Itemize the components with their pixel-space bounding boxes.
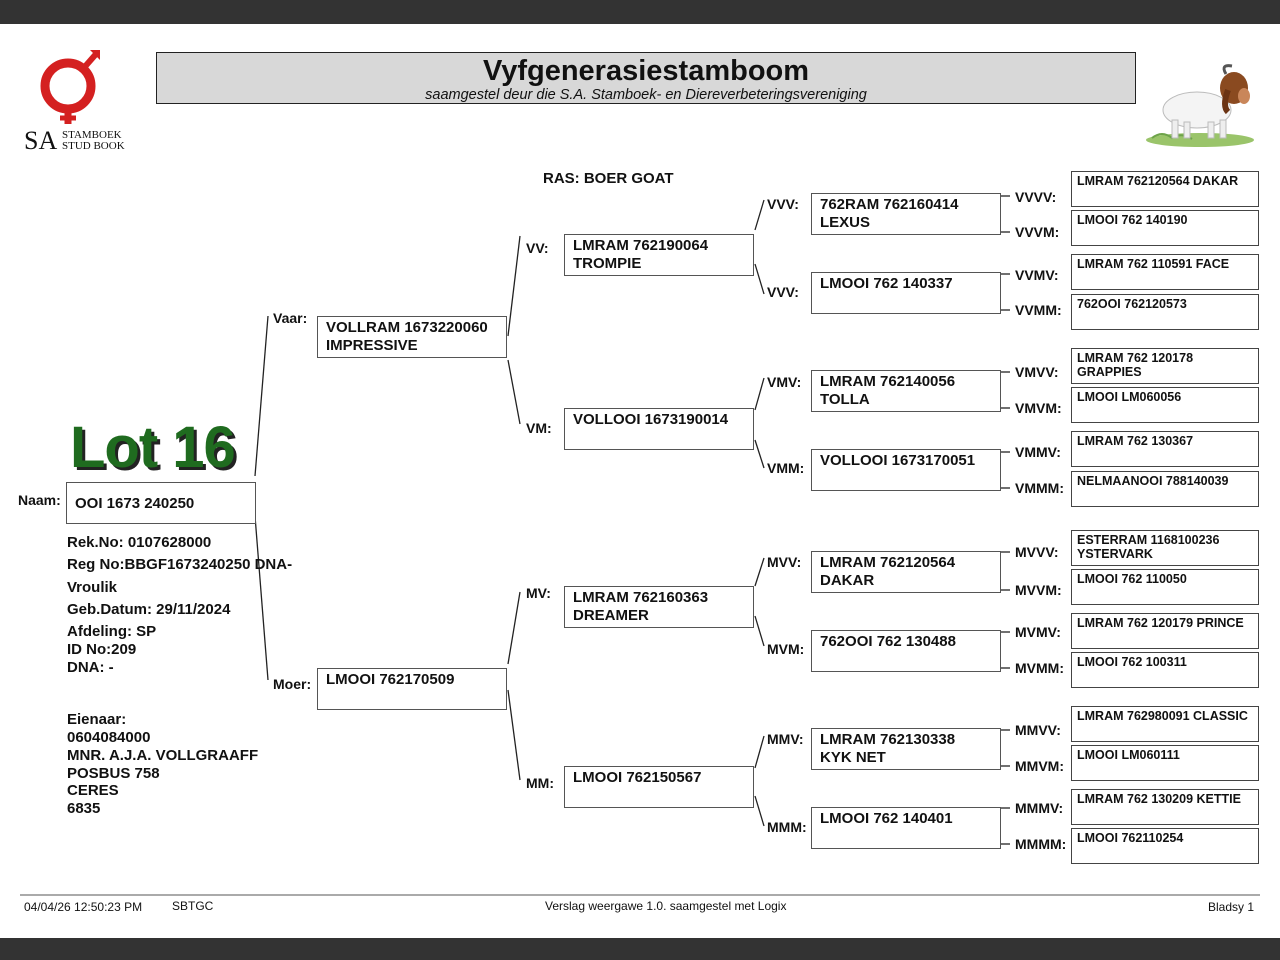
logo-symbol-icon bbox=[40, 50, 100, 124]
page-subtitle: saamgestel deur die S.A. Stamboek- en Di… bbox=[425, 87, 867, 103]
footer-page-number: Bladsy 1 bbox=[1208, 900, 1255, 914]
footer-report: Verslag weergawe 1.0. saamgestel met Log… bbox=[545, 899, 787, 913]
vmmm-label: VMMM: bbox=[1015, 480, 1064, 496]
vvm-box: LMOOI 762 140337 bbox=[811, 272, 1001, 314]
dam-label: Moer: bbox=[273, 676, 312, 692]
logo-studbook-text: STUD BOOK bbox=[62, 140, 125, 152]
reg-no: Reg No:BBGF1673240250 DNA- bbox=[67, 556, 293, 573]
sa-studbook-logo: SA STAMBOEK STUD BOOK bbox=[20, 48, 130, 158]
sire-box: VOLLRAM 1673220060 IMPRESSIVE bbox=[317, 316, 507, 358]
naam-label: Naam: bbox=[18, 492, 61, 508]
pedigree-page: SA STAMBOEK STUD BOOK Vyfgenerasiestambo… bbox=[0, 24, 1280, 938]
viewer-bottom-bar bbox=[0, 938, 1280, 960]
vmm-label: VMM: bbox=[767, 460, 805, 476]
vm-box: VOLLOOI 1673190014 bbox=[564, 408, 754, 450]
vmvv-label: VMVV: bbox=[1015, 364, 1059, 380]
owner-name: MNR. A.J.A. VOLLGRAAFF bbox=[67, 747, 259, 764]
vm-label: VM: bbox=[526, 420, 552, 436]
logo-stamboek-text: STAMBOEK bbox=[62, 129, 122, 141]
page-title: Vyfgenerasiestamboom bbox=[482, 55, 810, 87]
mmmv-label: MMMV: bbox=[1015, 800, 1064, 816]
vmm-box: VOLLOOI 1673170051 bbox=[811, 449, 1001, 491]
vvvv-box: LMRAM 762120564 DAKAR bbox=[1071, 171, 1259, 207]
vmvm-label: VMVM: bbox=[1015, 400, 1062, 416]
vvv-box: 762RAM 762160414 LEXUS bbox=[811, 193, 1001, 235]
vmmm-box: NELMAANOOI 788140039 bbox=[1071, 471, 1259, 507]
owner-number: 0604084000 bbox=[67, 729, 151, 746]
mmv-label: MMV: bbox=[767, 731, 804, 747]
vmvv-box: LMRAM 762 120178 GRAPPIES bbox=[1071, 348, 1259, 384]
mmm-label: MMM: bbox=[767, 819, 807, 835]
vmv-box: LMRAM 762140056 TOLLA bbox=[811, 370, 1001, 412]
mvvv-label: MVVV: bbox=[1015, 544, 1059, 560]
vvmv-box: LMRAM 762 110591 FACE bbox=[1071, 254, 1259, 290]
goat-icon bbox=[1146, 64, 1254, 147]
mvmm-box: LMOOI 762 100311 bbox=[1071, 652, 1259, 688]
id-no: ID No:209 bbox=[67, 641, 137, 658]
vvmv-label: VVMV: bbox=[1015, 267, 1059, 283]
footer-timestamp: 04/04/26 12:50:23 PM bbox=[24, 900, 143, 914]
mmv-box: LMRAM 762130338 KYK NET bbox=[811, 728, 1001, 770]
mmmm-label: MMMM: bbox=[1015, 836, 1067, 852]
vv-box: LMRAM 762190064 TROMPIE bbox=[564, 234, 754, 276]
boer-goat-illustration bbox=[1142, 60, 1257, 148]
mmm-box: LMOOI 762 140401 bbox=[811, 807, 1001, 849]
vvv-label: VVV: bbox=[767, 196, 799, 212]
mvvv-box: ESTERRAM 1168100236 YSTERVARK bbox=[1071, 530, 1259, 566]
vmvm-box: LMOOI LM060056 bbox=[1071, 387, 1259, 423]
mvv-label: MVV: bbox=[767, 554, 802, 570]
owner-label: Eienaar: bbox=[67, 711, 127, 728]
vv-label: VV: bbox=[526, 240, 549, 256]
mvm-box: 762OOI 762 130488 bbox=[811, 630, 1001, 672]
lot-number: Lot 16 bbox=[70, 415, 236, 480]
mmmv-box: LMRAM 762 130209 KETTIE bbox=[1071, 789, 1259, 825]
owner-code: 6835 bbox=[67, 800, 101, 817]
mvvm-label: MVVM: bbox=[1015, 582, 1062, 598]
afdeling: Afdeling: SP bbox=[67, 623, 157, 640]
mvmv-box: LMRAM 762 120179 PRINCE bbox=[1071, 613, 1259, 649]
pedigree-connector-lines bbox=[20, 195, 1260, 896]
vvm-label: VVV: bbox=[767, 284, 799, 300]
title-box: Vyfgenerasiestamboom saamgestel deur die… bbox=[156, 52, 1136, 104]
vvvm-label: VVVM: bbox=[1015, 224, 1060, 240]
rek-no: Rek.No: 0107628000 bbox=[67, 534, 212, 551]
breed-label: RAS: BOER GOAT bbox=[543, 170, 674, 187]
mvmm-label: MVMM: bbox=[1015, 660, 1064, 676]
viewer-top-bar bbox=[0, 0, 1280, 24]
vvmm-label: VVMM: bbox=[1015, 302, 1062, 318]
mmvv-label: MMVV: bbox=[1015, 722, 1061, 738]
mv-label: MV: bbox=[526, 585, 551, 601]
vvmm-box: 762OOI 762120573 bbox=[1071, 294, 1259, 330]
mvm-label: MVM: bbox=[767, 641, 805, 657]
sire-label: Vaar: bbox=[273, 310, 308, 326]
dam-box: LMOOI 762170509 bbox=[317, 668, 507, 710]
footer-code: SBTGC bbox=[172, 899, 214, 913]
birth-date: Geb.Datum: 29/11/2024 bbox=[67, 601, 231, 618]
mm-box: LMOOI 762150567 bbox=[564, 766, 754, 808]
owner-address2: CERES bbox=[67, 782, 119, 799]
sex: Vroulik bbox=[67, 579, 118, 596]
mmvm-box: LMOOI LM060111 bbox=[1071, 745, 1259, 781]
logo-sa-text: SA bbox=[24, 126, 58, 155]
vmmv-box: LMRAM 762 130367 bbox=[1071, 431, 1259, 467]
mmmm-box: LMOOI 762110254 bbox=[1071, 828, 1259, 864]
owner-address1: POSBUS 758 bbox=[67, 765, 160, 782]
mm-label: MM: bbox=[526, 775, 554, 791]
mvvm-box: LMOOI 762 110050 bbox=[1071, 569, 1259, 605]
vvvm-box: LMOOI 762 140190 bbox=[1071, 210, 1259, 246]
mvmv-label: MVMV: bbox=[1015, 624, 1061, 640]
dna: DNA: - bbox=[67, 659, 114, 676]
mv-box: LMRAM 762160363 DREAMER bbox=[564, 586, 754, 628]
mmvm-label: MMVM: bbox=[1015, 758, 1064, 774]
vmv-label: VMV: bbox=[767, 374, 802, 390]
subject-animal-box: OOI 1673 240250 bbox=[66, 482, 256, 524]
vvvv-label: VVVV: bbox=[1015, 189, 1057, 205]
mmvv-box: LMRAM 762980091 CLASSIC bbox=[1071, 706, 1259, 742]
mvv-box: LMRAM 762120564 DAKAR bbox=[811, 551, 1001, 593]
vmmv-label: VMMV: bbox=[1015, 444, 1061, 460]
